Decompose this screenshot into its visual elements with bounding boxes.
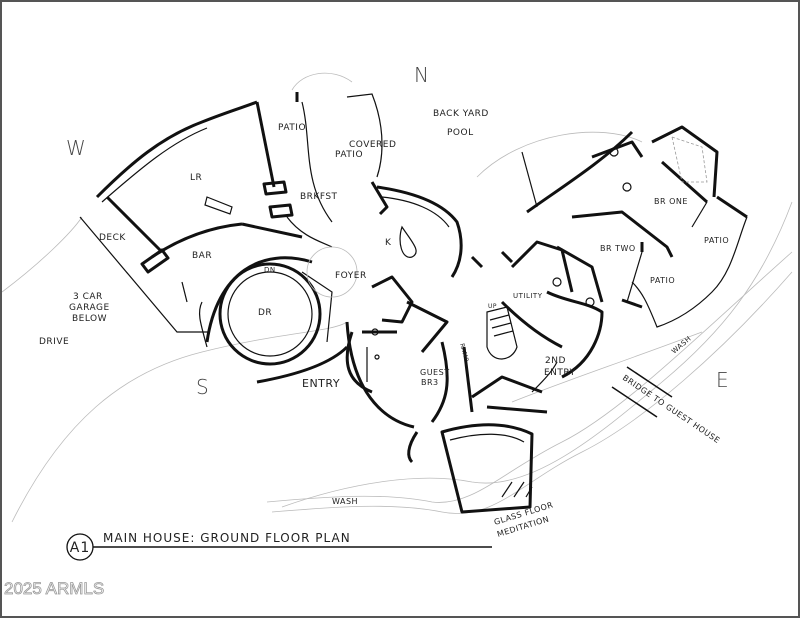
label-drive: DRIVE [39, 337, 69, 347]
label-2nd-entry: ENTRY [544, 368, 576, 378]
watermark: 2025 ARMLS [4, 579, 104, 598]
label-brkfst: BRKFST [300, 192, 338, 202]
label-entry: ENTRY [302, 377, 340, 390]
meditation-walls [440, 405, 548, 514]
bridge-lines [611, 366, 673, 418]
compass-east: E [716, 368, 729, 392]
label-back-yard: BACK YARD [433, 109, 489, 119]
guest-wing-walls [345, 275, 474, 464]
label-dn: DN [264, 266, 276, 274]
sheet-title: MAIN HOUSE: GROUND FLOOR PLAN [103, 531, 351, 545]
label-br-one: BR ONE [654, 197, 688, 206]
label-br3: BR3 [421, 378, 439, 387]
label-dr: DR [258, 308, 272, 318]
compass-north: N [414, 63, 429, 87]
label-ramp: RAMP [458, 343, 470, 363]
label-garage-3: BELOW [72, 314, 107, 324]
title-block: A1 MAIN HOUSE: GROUND FLOOR PLAN [66, 531, 492, 561]
utility-stair-walls [470, 240, 604, 399]
label-covered: COVERED [349, 140, 396, 150]
label-up: UP [488, 303, 497, 310]
bedroom-wing-walls [521, 125, 748, 328]
label-pool: POOL [447, 128, 474, 138]
label-lr: LR [190, 173, 202, 183]
title-marker: A1 [70, 540, 90, 556]
compass-south: S [196, 375, 209, 399]
label-foyer: FOYER [335, 271, 367, 281]
label-patio-north: PATIO [278, 123, 306, 133]
label-patio-br-two: PATIO [650, 276, 675, 285]
label-2nd: 2ND [545, 356, 566, 366]
terrain-lines [2, 72, 793, 523]
compass-west: W [66, 136, 86, 160]
label-utility: UTILITY [513, 292, 543, 300]
label-guest: GUEST [420, 368, 450, 377]
label-bridge: BRIDGE TO GUEST HOUSE [621, 373, 722, 445]
label-wash-south: WASH [332, 497, 358, 506]
label-kitchen: K [385, 238, 392, 248]
label-garage-2: GARAGE [69, 303, 110, 313]
west-wing-walls [79, 100, 303, 348]
label-garage-1: 3 CAR [73, 292, 103, 302]
label-patio-br-one: PATIO [704, 236, 729, 245]
label-covered-patio: PATIO [335, 150, 363, 160]
central-walls [262, 92, 463, 298]
label-deck: DECK [99, 233, 126, 243]
label-bar: BAR [192, 251, 212, 261]
dining-room-walls [205, 256, 349, 384]
label-br-two: BR TWO [600, 244, 636, 253]
room-labels: BACK YARD POOL PATIO COVERED PATIO LR BR… [39, 109, 729, 539]
